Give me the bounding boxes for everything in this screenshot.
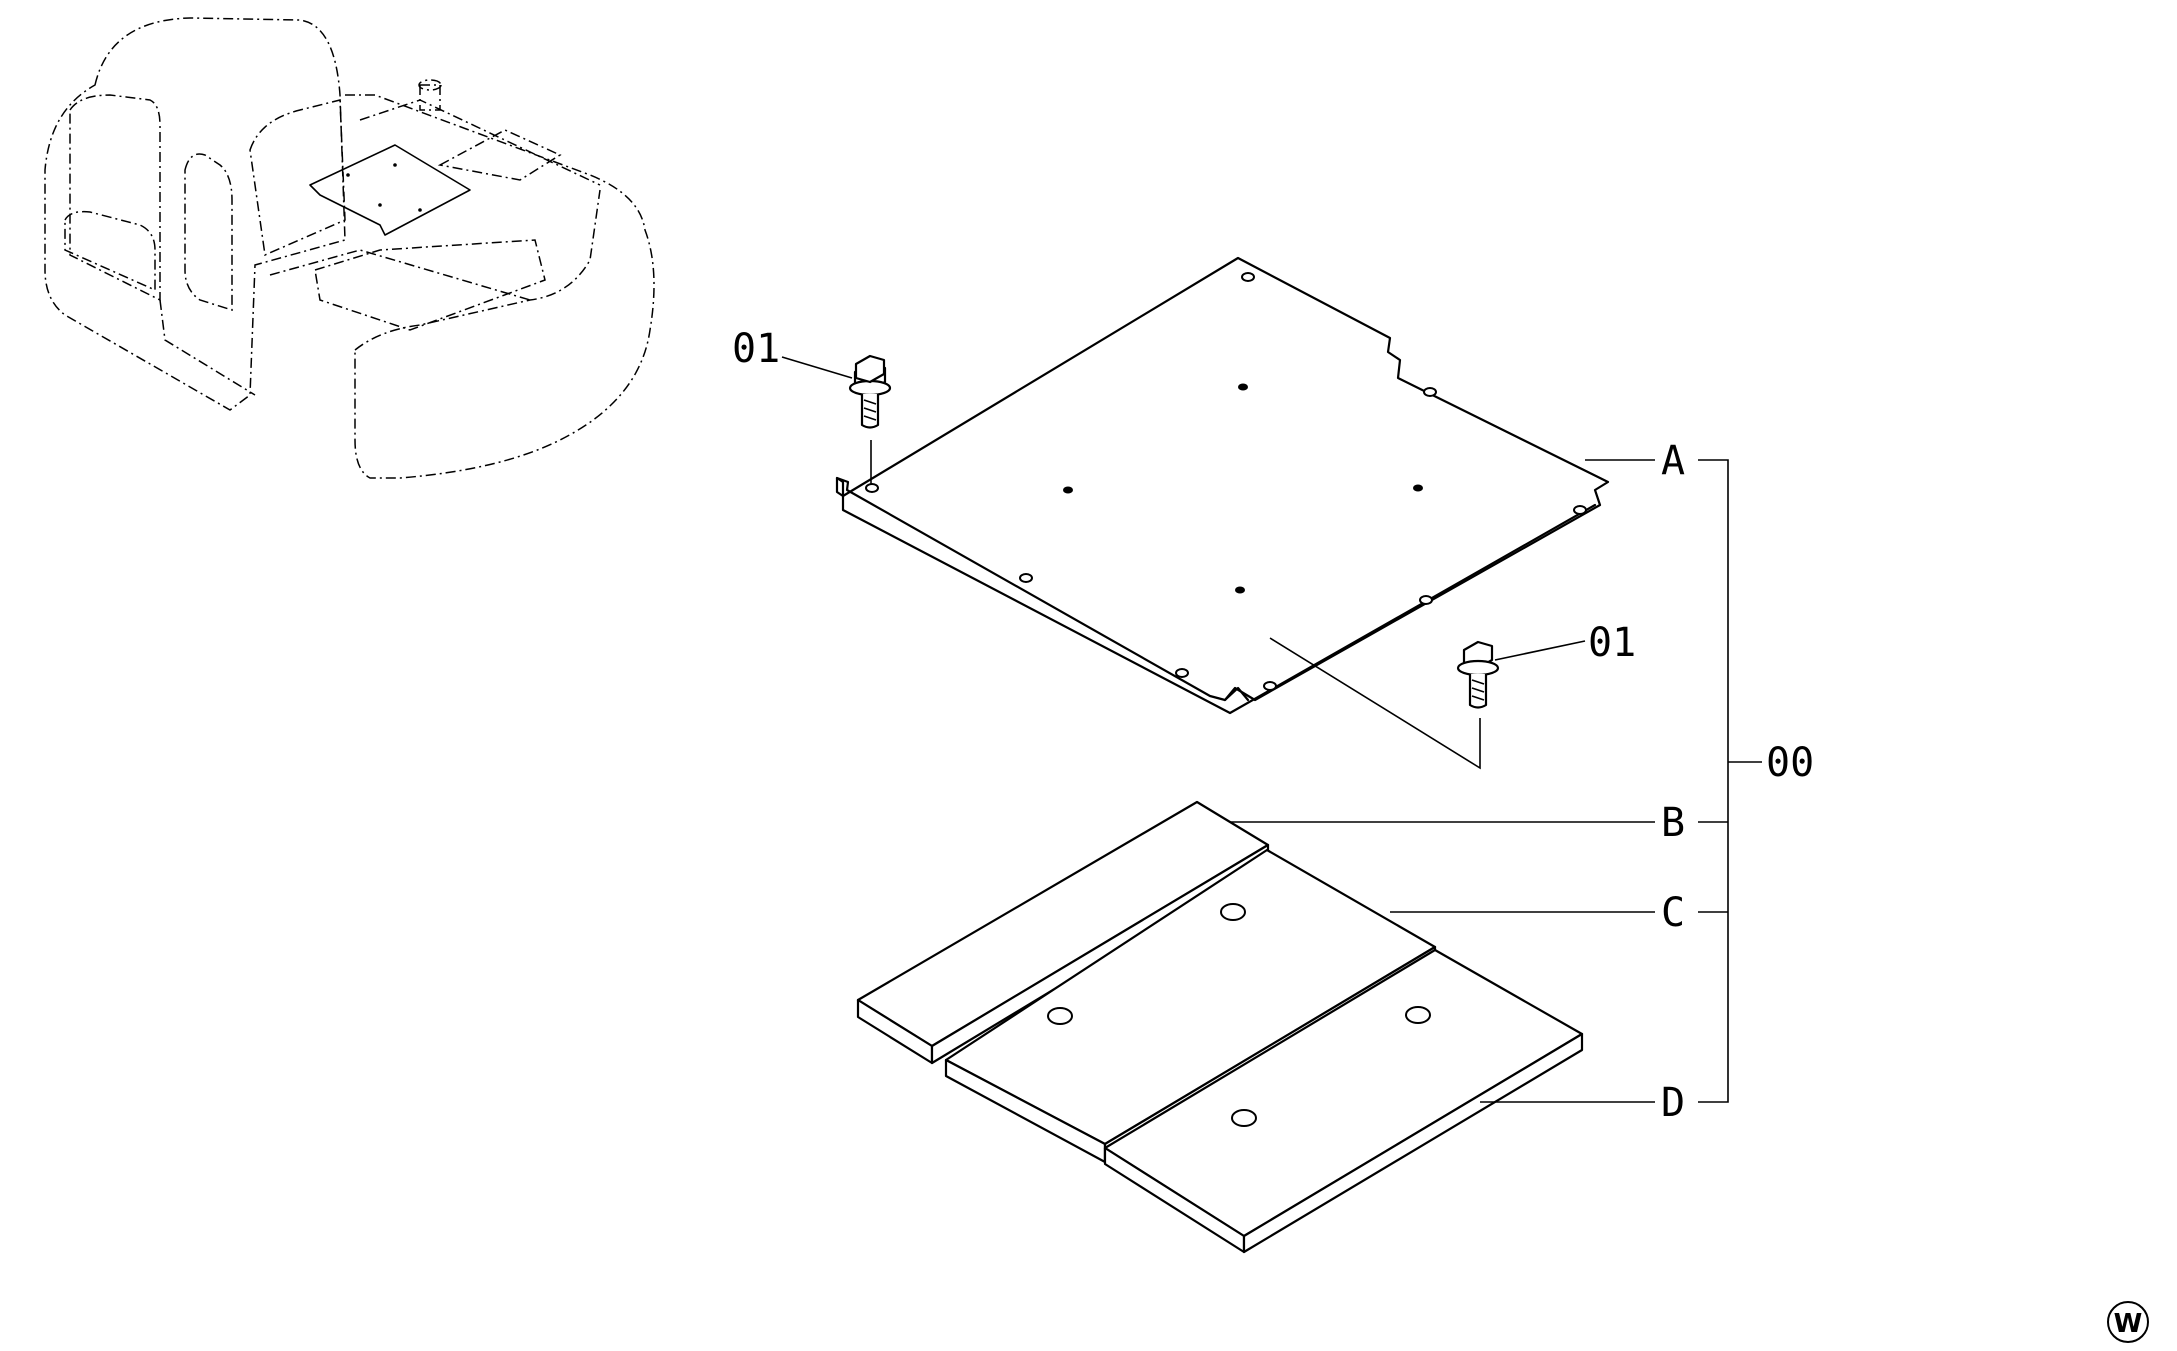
leader-lines [781, 356, 1762, 1103]
callout-part-a: A [1661, 438, 1685, 484]
mat-b [856, 800, 1270, 1065]
bolt-top [848, 354, 892, 485]
corner-mark-letter: W [2114, 1309, 2143, 1339]
callout-part-c: C [1661, 890, 1685, 936]
mat-d [1103, 948, 1584, 1254]
callout-bolt-right: 01 [1588, 620, 1636, 666]
callout-bolt-top: 01 [732, 326, 780, 372]
callout-assembly: 00 [1766, 740, 1814, 786]
callout-part-d: D [1661, 1080, 1685, 1126]
excavator-overview [44, 17, 655, 479]
bolt-right [1269, 637, 1500, 770]
callout-part-b: B [1661, 800, 1685, 846]
floor-plate-a [835, 256, 1610, 715]
corner-mark: W [2107, 1301, 2149, 1343]
